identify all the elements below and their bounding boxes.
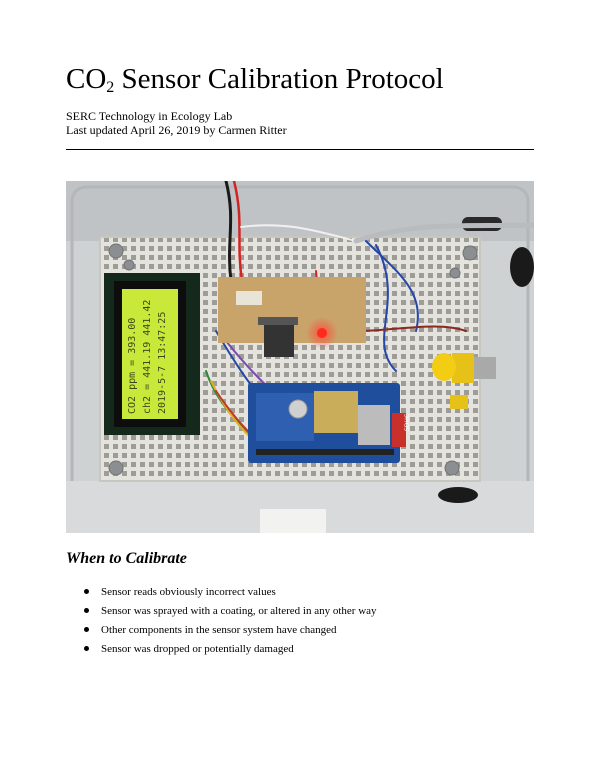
lcd-line-2: ch2 = 441.19 441.42 bbox=[142, 300, 153, 414]
lcd-screen bbox=[122, 289, 178, 419]
page-title: CO2 Sensor Calibration Protocol bbox=[66, 62, 444, 96]
mounting-screws bbox=[108, 243, 478, 476]
updated-line: Last updated April 26, 2019 by Carmen Ri… bbox=[66, 123, 287, 137]
co2-sensor-connector bbox=[432, 353, 496, 409]
perfboard bbox=[218, 277, 366, 357]
bullet-icon bbox=[84, 608, 89, 613]
sensor-photo-illustration: CO2 ppm = 393.00 ch2 = 441.19 441.42 201… bbox=[66, 181, 534, 533]
arduino-board: SDHC bbox=[248, 383, 411, 463]
sd-card bbox=[392, 413, 406, 447]
header-divider bbox=[66, 149, 534, 150]
lcd-line-1: CO2 ppm = 393.00 bbox=[127, 318, 138, 414]
title-prefix: CO bbox=[66, 63, 107, 95]
lcd-module: CO2 ppm = 393.00 ch2 = 441.19 441.42 201… bbox=[104, 273, 200, 435]
bullet-icon bbox=[84, 646, 89, 651]
label-sticker bbox=[260, 509, 326, 533]
list-item: Sensor was dropped or potentially damage… bbox=[84, 642, 377, 661]
bullet-icon bbox=[84, 589, 89, 594]
lcd-line-3: 2019-5-7 13:47:25 bbox=[157, 312, 168, 414]
list-item: Other components in the sensor system ha… bbox=[84, 623, 377, 642]
bullet-icon bbox=[84, 627, 89, 632]
organization-line: SERC Technology in Ecology Lab bbox=[66, 109, 233, 123]
section-heading: When to Calibrate bbox=[66, 550, 187, 567]
list-item: Sensor was sprayed with a coating, or al… bbox=[84, 604, 377, 623]
list-item: Sensor reads obviously incorrect values bbox=[84, 585, 377, 604]
sensor-photo: CO2 ppm = 393.00 ch2 = 441.19 441.42 201… bbox=[66, 181, 534, 533]
cable-grommet-right bbox=[510, 247, 534, 287]
title-subscript: 2 bbox=[106, 79, 115, 96]
list-item-text: Sensor was dropped or potentially damage… bbox=[101, 643, 294, 655]
sd-card-slot bbox=[358, 405, 390, 445]
document-meta: SERC Technology in Ecology Lab Last upda… bbox=[66, 109, 287, 137]
calibration-criteria-list: Sensor reads obviously incorrect values … bbox=[84, 585, 377, 661]
list-item-text: Sensor reads obviously incorrect values bbox=[101, 586, 276, 598]
list-item-text: Other components in the sensor system ha… bbox=[101, 624, 337, 636]
cable-grommet-bottom bbox=[438, 487, 478, 503]
sd-card-label: SDHC bbox=[404, 414, 411, 431]
title-suffix: Sensor Calibration Protocol bbox=[114, 63, 444, 95]
status-led bbox=[317, 328, 327, 338]
list-item-text: Sensor was sprayed with a coating, or al… bbox=[101, 605, 377, 617]
